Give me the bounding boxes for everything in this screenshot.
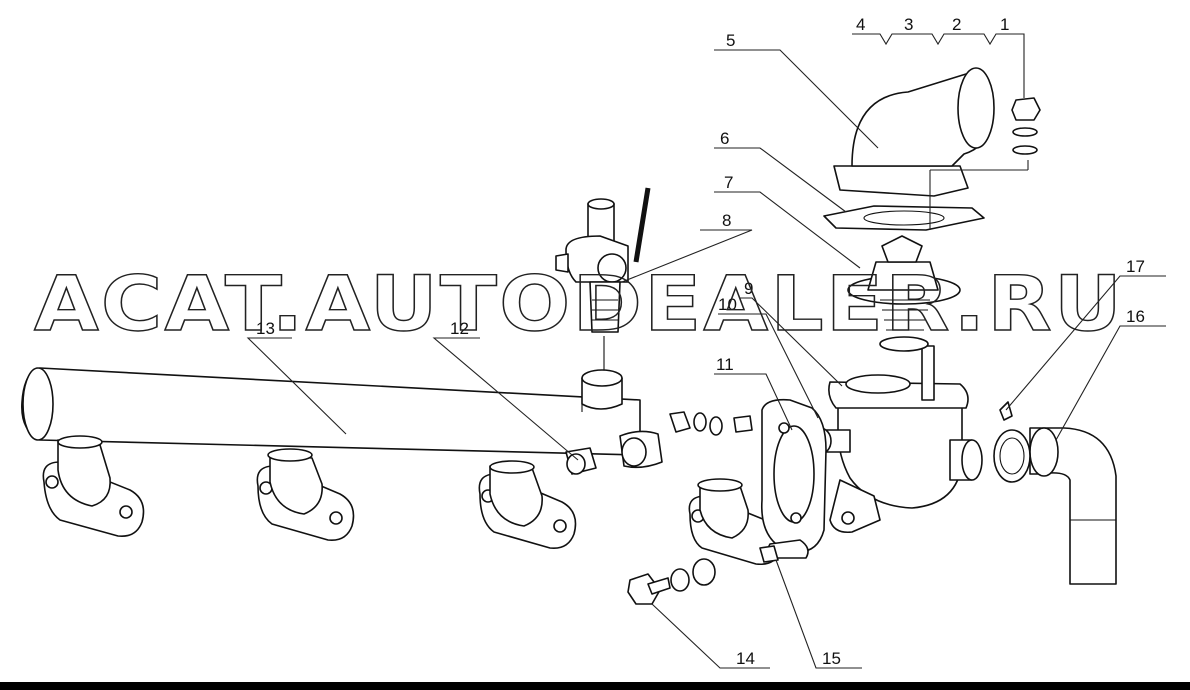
petcock-valve xyxy=(555,187,651,370)
callout-6: 6 xyxy=(720,129,729,148)
thermostat-housing xyxy=(805,345,983,534)
pipe-fittings xyxy=(565,411,753,475)
hose-elbow xyxy=(993,401,1117,585)
outlet-elbow xyxy=(833,67,995,197)
callout-labels: 1 2 3 4 5 6 7 8 9 10 11 12 13 14 15 16 1… xyxy=(256,15,1145,668)
manifold-flange-3 xyxy=(478,460,577,550)
callout-4: 4 xyxy=(856,15,865,34)
callout-17: 17 xyxy=(1126,257,1145,276)
callout-14: 14 xyxy=(736,649,755,668)
callout-11: 11 xyxy=(716,355,734,374)
manifold-pipe xyxy=(21,367,641,456)
callout-5: 5 xyxy=(726,31,735,50)
callout-13: 13 xyxy=(256,319,275,338)
gasket xyxy=(823,205,985,231)
manifold-flange-2 xyxy=(256,448,355,542)
callout-15: 15 xyxy=(822,649,841,668)
callout-12: 12 xyxy=(450,319,469,338)
flange-plate xyxy=(760,398,827,559)
watermark-text: ACAT.AUTODEALER.RU xyxy=(34,259,1124,348)
callout-2: 2 xyxy=(952,15,961,34)
callout-8: 8 xyxy=(722,211,731,230)
thermostat xyxy=(847,235,961,352)
callout-7: 7 xyxy=(724,173,733,192)
callout-9: 9 xyxy=(744,279,753,298)
drain-bolt xyxy=(627,545,779,605)
callout-10: 10 xyxy=(718,295,737,314)
manifold-flange-4 xyxy=(688,478,783,566)
manifold-flange-1 xyxy=(42,435,145,538)
callout-1: 1 xyxy=(1000,15,1009,34)
leader-lines xyxy=(246,33,1166,669)
callout-16: 16 xyxy=(1126,307,1145,326)
callout-3: 3 xyxy=(904,15,913,34)
nut-washers xyxy=(1011,97,1041,155)
